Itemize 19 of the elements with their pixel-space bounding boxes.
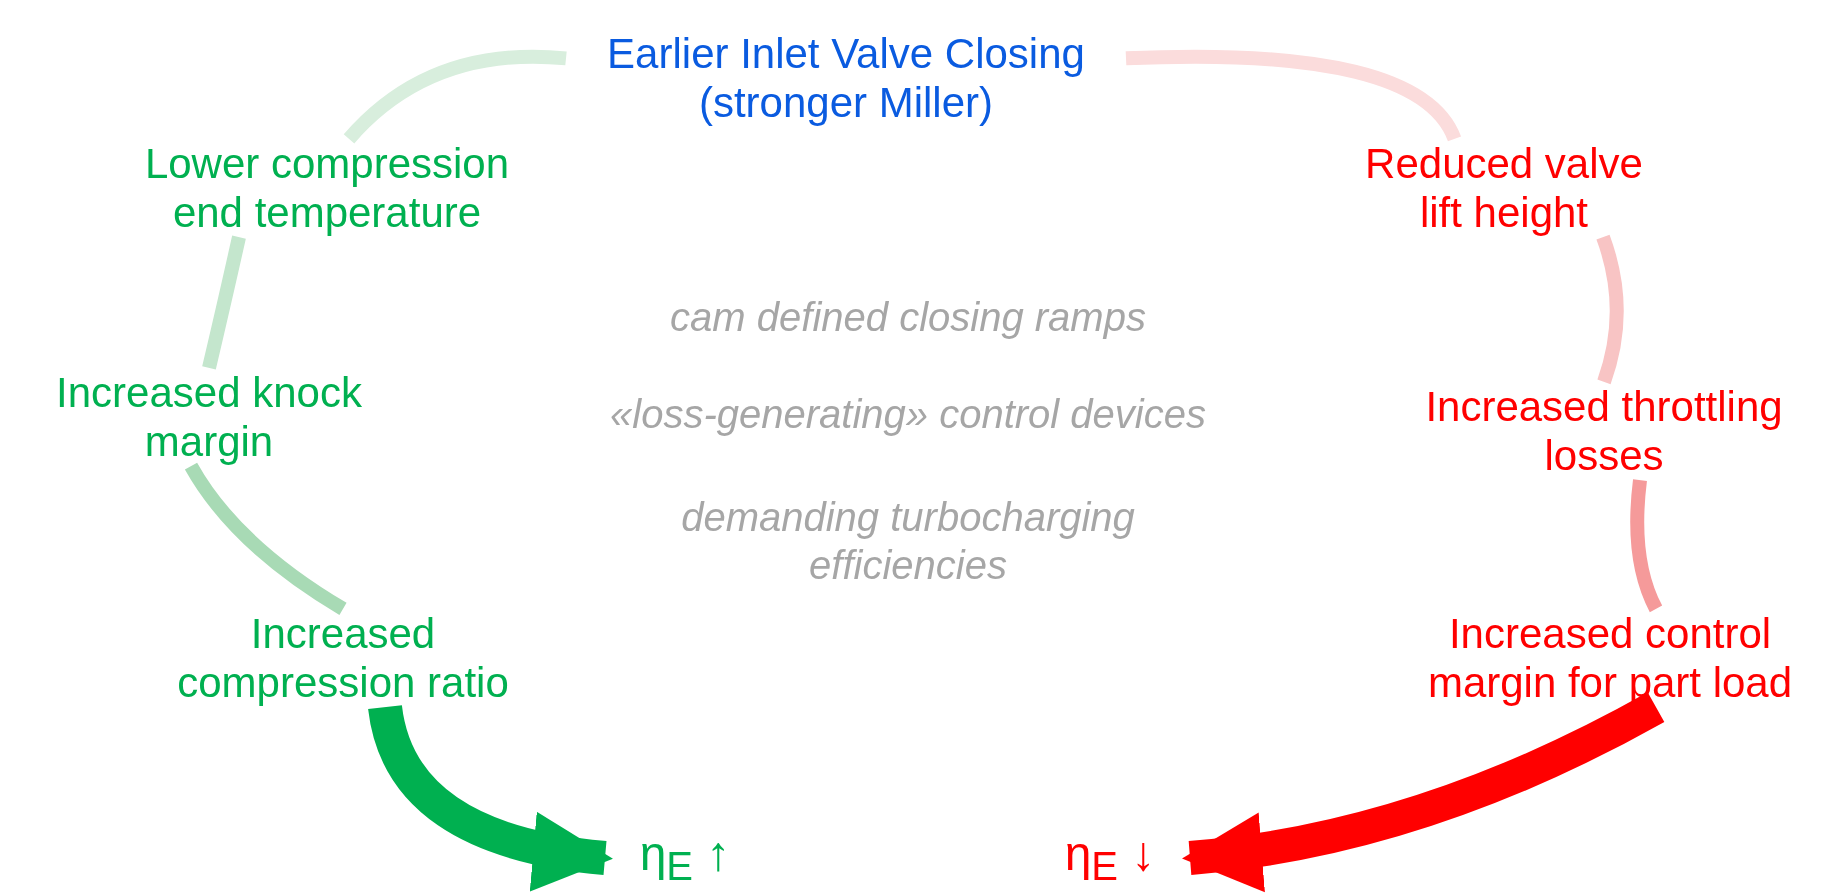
arc-connector (185, 462, 347, 615)
note-text: cam defined closing ramps (669, 294, 1147, 341)
arc-connector (1125, 49, 1461, 143)
note-text: «loss-generating» control devices (609, 391, 1207, 438)
node-text: Reduced valve lift height (1364, 138, 1644, 238)
node-text: Increased knock margin (55, 367, 363, 467)
node-text: Increased compression ratio (176, 608, 510, 708)
arc-connector (202, 235, 246, 370)
efficiency-label: η$_{E}$ ↑ (639, 825, 731, 891)
arc-connector (1596, 234, 1624, 385)
arc-connector (1630, 479, 1663, 612)
node-text: Increased control margin for part load (1426, 608, 1794, 708)
node-text: Increased throttling losses (1424, 381, 1784, 481)
efficiency-label: η$_{E}$ ↓ (1064, 825, 1156, 891)
arc-connector (343, 49, 567, 144)
node-text: Lower compression end temperature (143, 138, 511, 238)
note-text: demanding turbocharging efficiencies (680, 494, 1136, 589)
node-text: Earlier Inlet Valve Closing (stronger Miller) (606, 28, 1086, 128)
curved-arrow (1182, 692, 1665, 891)
